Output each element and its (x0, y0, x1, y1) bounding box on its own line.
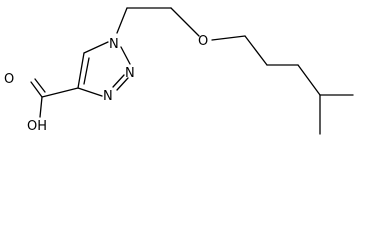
bond-chain-3 (297, 64, 321, 96)
atom-label-o-ether: O (198, 34, 208, 49)
atom-label-o-carbonyl: O (4, 72, 14, 87)
atom-label-oh: OH (27, 119, 47, 134)
bond-ch2-o (170, 7, 200, 37)
bond-c4-c5-double (83, 57, 90, 85)
bond-n1-ch2 (116, 7, 128, 34)
bond-c4-c5 (77, 52, 85, 89)
atom-label-n3: N (103, 89, 113, 104)
atom-label-n1: N (109, 37, 119, 52)
bond-o-ch2 (211, 35, 246, 41)
bond-c-oh (39, 96, 43, 118)
bond-n3-c4 (77, 87, 103, 97)
bond-carbonyl-double (34, 78, 46, 93)
bond-c4-carboxyl (41, 87, 79, 98)
bond-n2-n3-double (112, 74, 125, 88)
atom-label-n2: N (125, 66, 135, 81)
bond-c5-n1 (83, 41, 109, 54)
bond-chain-1 (244, 35, 268, 66)
bond-n1-n2 (120, 46, 131, 65)
bond-n2-n3 (116, 77, 129, 91)
bond-carbonyl (30, 81, 43, 98)
molecule-drawing: N N N O O OH (4, 7, 354, 135)
structure-canvas: N N N O O OH (4, 7, 354, 135)
